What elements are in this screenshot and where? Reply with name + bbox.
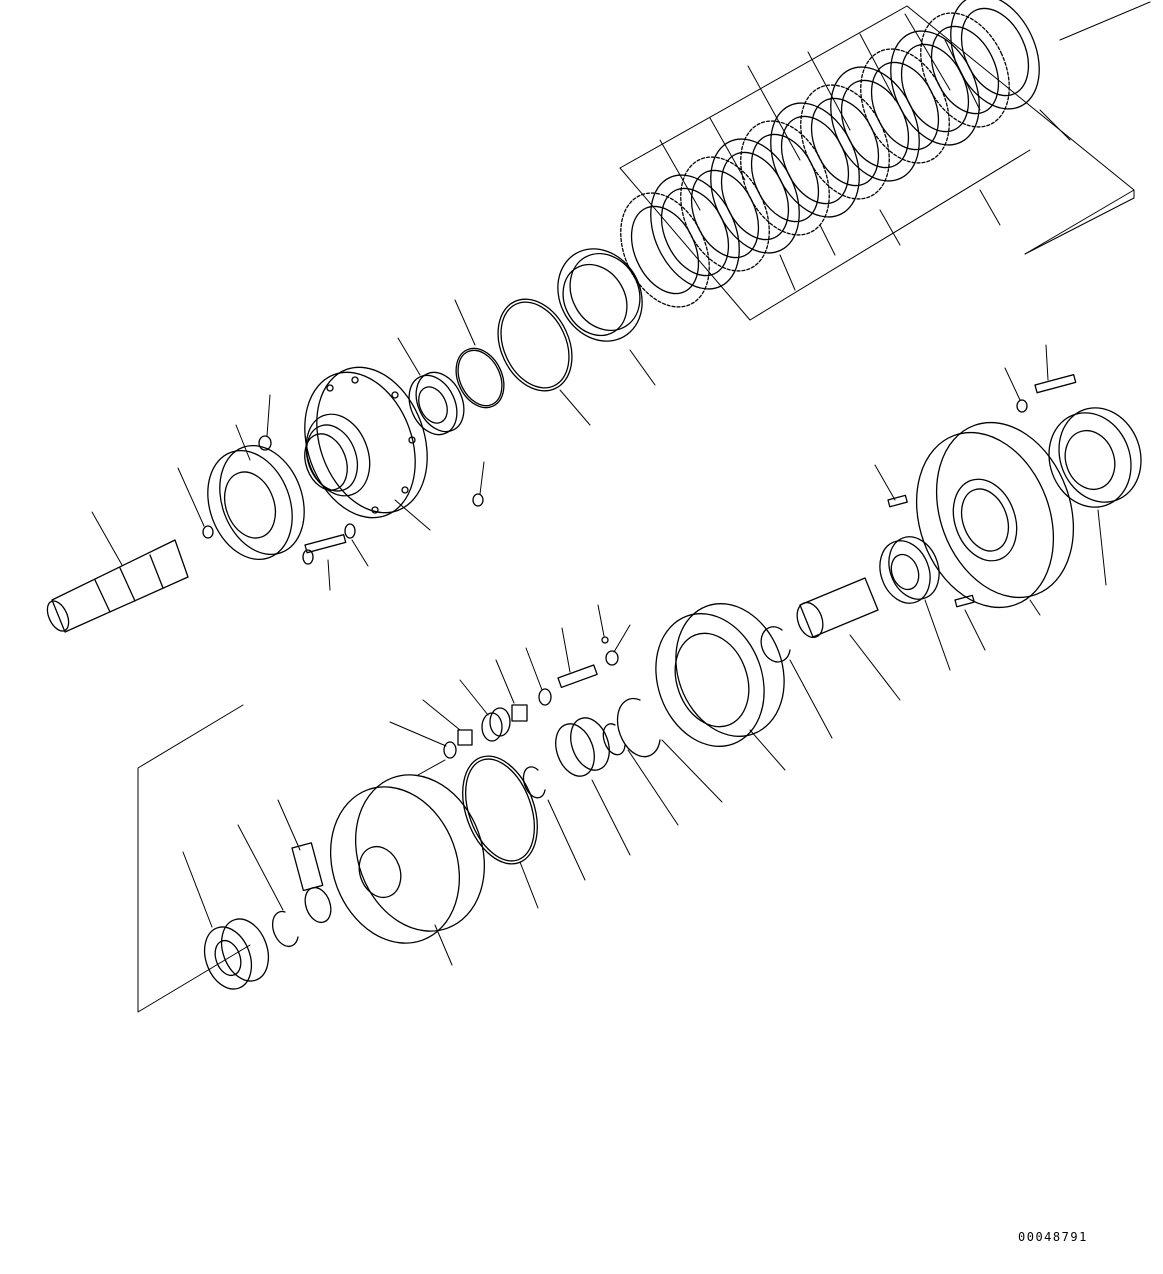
snap-ring-sun: [237, 824, 299, 947]
seal-ring-large: [497, 298, 591, 426]
clutch-disc-inner-edge: [780, 115, 850, 205]
snap-ring-right: [760, 626, 833, 739]
clutch-housing: [304, 366, 431, 531]
dowel-pin-lower: [954, 594, 986, 651]
bolt-right: [1034, 344, 1077, 394]
lower-planetary-assembly: [137, 603, 786, 1013]
planet-bearing: [555, 717, 631, 856]
clutch-disc-inner-edge: [720, 151, 790, 241]
bracket-left-leg: [619, 167, 751, 321]
output-gear-assembly: [760, 344, 1142, 739]
bearing-left: [207, 424, 305, 561]
needle-roller-a: [495, 659, 528, 722]
bracket-lower-leg: [1024, 189, 1135, 255]
drum-ring-gear: [655, 603, 786, 771]
snap-ring-small-mid: [602, 723, 679, 826]
clutch-disc: [950, 0, 1040, 110]
bearing-mid-right: [879, 536, 951, 671]
plug-upper-left: [258, 394, 272, 451]
needle-roller-b: [422, 699, 473, 746]
clutch-disc-inner-edge: [630, 205, 700, 295]
clutch-disc-stack: [620, 0, 1040, 308]
clutch-disc: [920, 12, 1010, 128]
plug-lower: [605, 624, 631, 666]
ball: [597, 604, 609, 644]
seal-ring-lower: [462, 755, 539, 909]
splined-shaft-right: [796, 577, 901, 701]
upper-clutch-pack-assembly: [46, 0, 1151, 633]
ring-gear-carrier: [915, 421, 1075, 616]
input-shaft: [46, 511, 189, 633]
clutch-disc-inner-edge: [930, 25, 1000, 115]
plug-right: [472, 461, 485, 507]
clutch-group-bracket: [619, 5, 1135, 255]
snap-ring-mid: [616, 697, 723, 803]
snap-ring-lower: [522, 766, 586, 881]
clutch-disc-inner-edge: [840, 79, 910, 169]
washer-small: [344, 523, 369, 567]
lower-group-bracket: [137, 704, 251, 1013]
planet-gear: [459, 679, 511, 742]
clutch-plate-leaders: [659, 13, 1071, 291]
sun-gear: [182, 851, 270, 990]
clutch-disc-inner-edge: [960, 7, 1030, 97]
thrust-washer-a: [525, 647, 552, 706]
planet-carrier: [329, 774, 486, 966]
spacer-sleeve: [291, 842, 324, 892]
clutch-disc-inner-edge: [810, 97, 880, 187]
bracket-bottom-edge: [749, 149, 1031, 321]
bearing-right: [1048, 407, 1142, 586]
clutch-disc-inner-edge: [660, 187, 730, 277]
drawing-number: 00048791: [1018, 1230, 1088, 1244]
clutch-piston: [557, 248, 656, 386]
clutch-disc-inner-edge: [900, 43, 970, 133]
seal-ring-small: [454, 299, 505, 409]
leader-clutch-top: [1059, 1, 1151, 41]
planet-pin: [557, 627, 598, 689]
thrust-washer-b: [389, 721, 457, 759]
dowel-pin-upper: [874, 464, 908, 508]
snap-ring-carrier: [277, 799, 332, 924]
clutch-disc-inner-edge: [750, 133, 820, 223]
bearing-upper: [397, 337, 465, 436]
plug-left: [177, 467, 214, 539]
washer-right: [1004, 367, 1028, 413]
clutch-disc-inner-edge: [870, 61, 940, 151]
bolt-upper: [302, 533, 347, 591]
